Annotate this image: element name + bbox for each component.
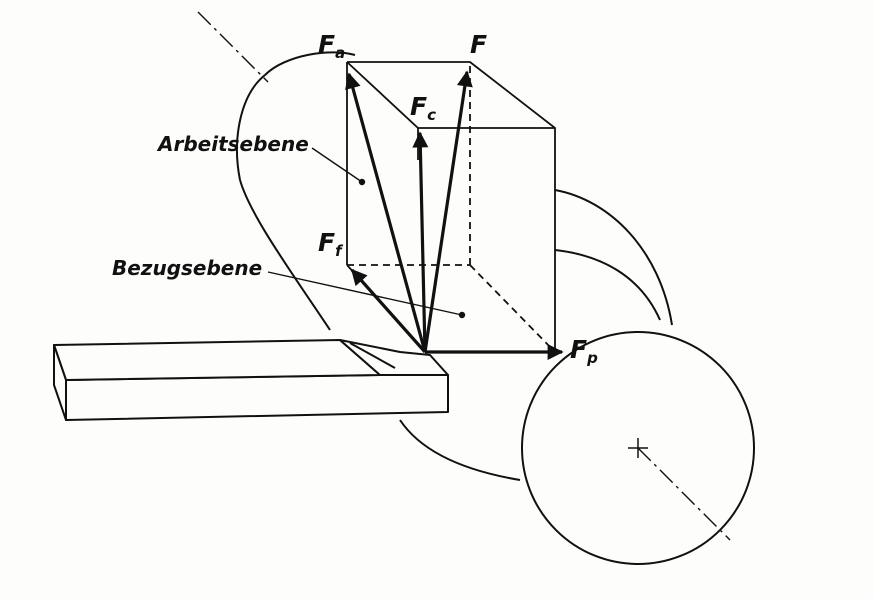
cylinder-axis — [197, 11, 731, 541]
label-arbeitsebene: Arbeitsebene — [158, 132, 309, 156]
cylinder-lower-edge — [239, 179, 331, 331]
cylinder-upper-edge — [554, 189, 673, 326]
arbeitsebene-leader — [311, 147, 363, 183]
force-ff-sub: f — [335, 242, 342, 260]
vector-fc — [412, 131, 429, 353]
label-force-fa: Fa — [318, 30, 345, 62]
bezugsebene-leader — [267, 271, 463, 316]
cylinder-mid-rim — [554, 249, 661, 321]
force-fa-symbol: F — [318, 30, 336, 59]
force-vectors — [345, 70, 564, 360]
vector-fa — [345, 72, 427, 353]
vector-f — [423, 70, 473, 353]
plane-leaders — [267, 147, 466, 319]
tool-end-face — [53, 344, 67, 421]
center-mark — [628, 438, 648, 458]
force-fp-sub: p — [587, 349, 598, 367]
force-f-symbol: F — [470, 30, 488, 59]
cylinder-back-cap-top — [264, 51, 356, 76]
tool-tip — [339, 339, 449, 376]
force-ff-symbol: F — [318, 228, 336, 257]
cylinder-lower-edge-2 — [399, 419, 521, 481]
label-force-fp: Fp — [570, 335, 598, 367]
tool-top-face — [53, 339, 381, 381]
force-box — [346, 61, 556, 353]
force-fc-sub: c — [427, 106, 436, 124]
tool-front-face — [65, 374, 449, 421]
force-fa-sub: a — [335, 44, 346, 62]
label-bezugsebene: Bezugsebene — [112, 256, 263, 280]
label-force-ff: Ff — [318, 228, 342, 260]
cutting-tool — [53, 339, 449, 421]
cylinder-back-cap — [236, 74, 266, 181]
force-fp-symbol: F — [570, 335, 588, 364]
force-fc-symbol: F — [410, 92, 428, 121]
vector-ff — [350, 268, 427, 354]
label-force-f: F — [470, 30, 487, 59]
tool-chamfer — [349, 342, 396, 369]
label-force-fc: Fc — [410, 92, 436, 124]
